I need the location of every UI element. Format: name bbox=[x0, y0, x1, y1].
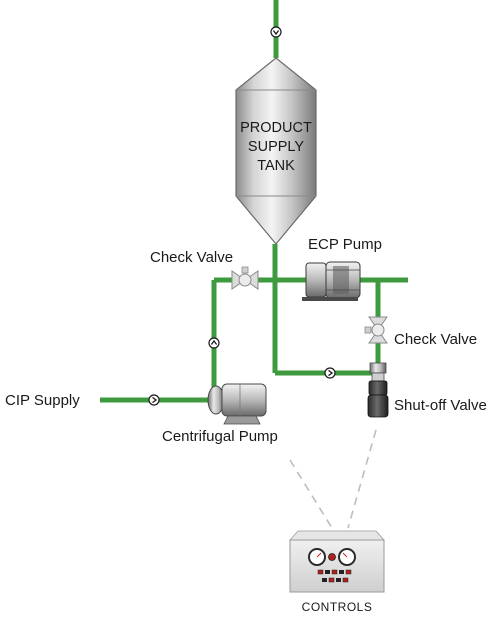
flow-arrow-icon bbox=[270, 26, 282, 38]
shutoff-valve-icon bbox=[367, 362, 389, 418]
check-valve-right-label: Check Valve bbox=[394, 331, 477, 348]
ecp-pump-label: ECP Pump bbox=[308, 236, 382, 253]
flow-markers bbox=[148, 26, 336, 406]
check-valve-upper-icon bbox=[231, 266, 259, 290]
flow-arrow-icon bbox=[148, 394, 160, 406]
gauge-icon bbox=[308, 548, 326, 566]
product-supply-tank: PRODUCT SUPPLY TANK bbox=[235, 57, 317, 245]
flow-arrow-icon bbox=[208, 337, 220, 349]
check-valve-right-icon bbox=[364, 316, 388, 344]
shutoff-valve-label: Shut-off Valve bbox=[394, 397, 487, 414]
centrifugal-pump-label: Centrifugal Pump bbox=[162, 428, 278, 445]
tank-label-line3: TANK bbox=[257, 158, 295, 174]
cip-supply-label: CIP Supply bbox=[5, 392, 80, 409]
check-valve-upper-label: Check Valve bbox=[150, 249, 233, 266]
tank-label-line2: SUPPLY bbox=[248, 139, 304, 155]
tank-label-line1: PRODUCT bbox=[240, 120, 312, 136]
control-buttons bbox=[317, 569, 352, 583]
centrifugal-pump-icon bbox=[207, 383, 267, 425]
gauge-icon bbox=[338, 548, 356, 566]
controls-label: CONTROLS bbox=[302, 600, 373, 614]
ecp-pump-icon bbox=[302, 261, 361, 301]
indicator-light-icon bbox=[328, 553, 336, 561]
controls-panel bbox=[289, 530, 385, 593]
flow-arrow-icon bbox=[324, 367, 336, 379]
control-signal-lines bbox=[289, 429, 377, 529]
